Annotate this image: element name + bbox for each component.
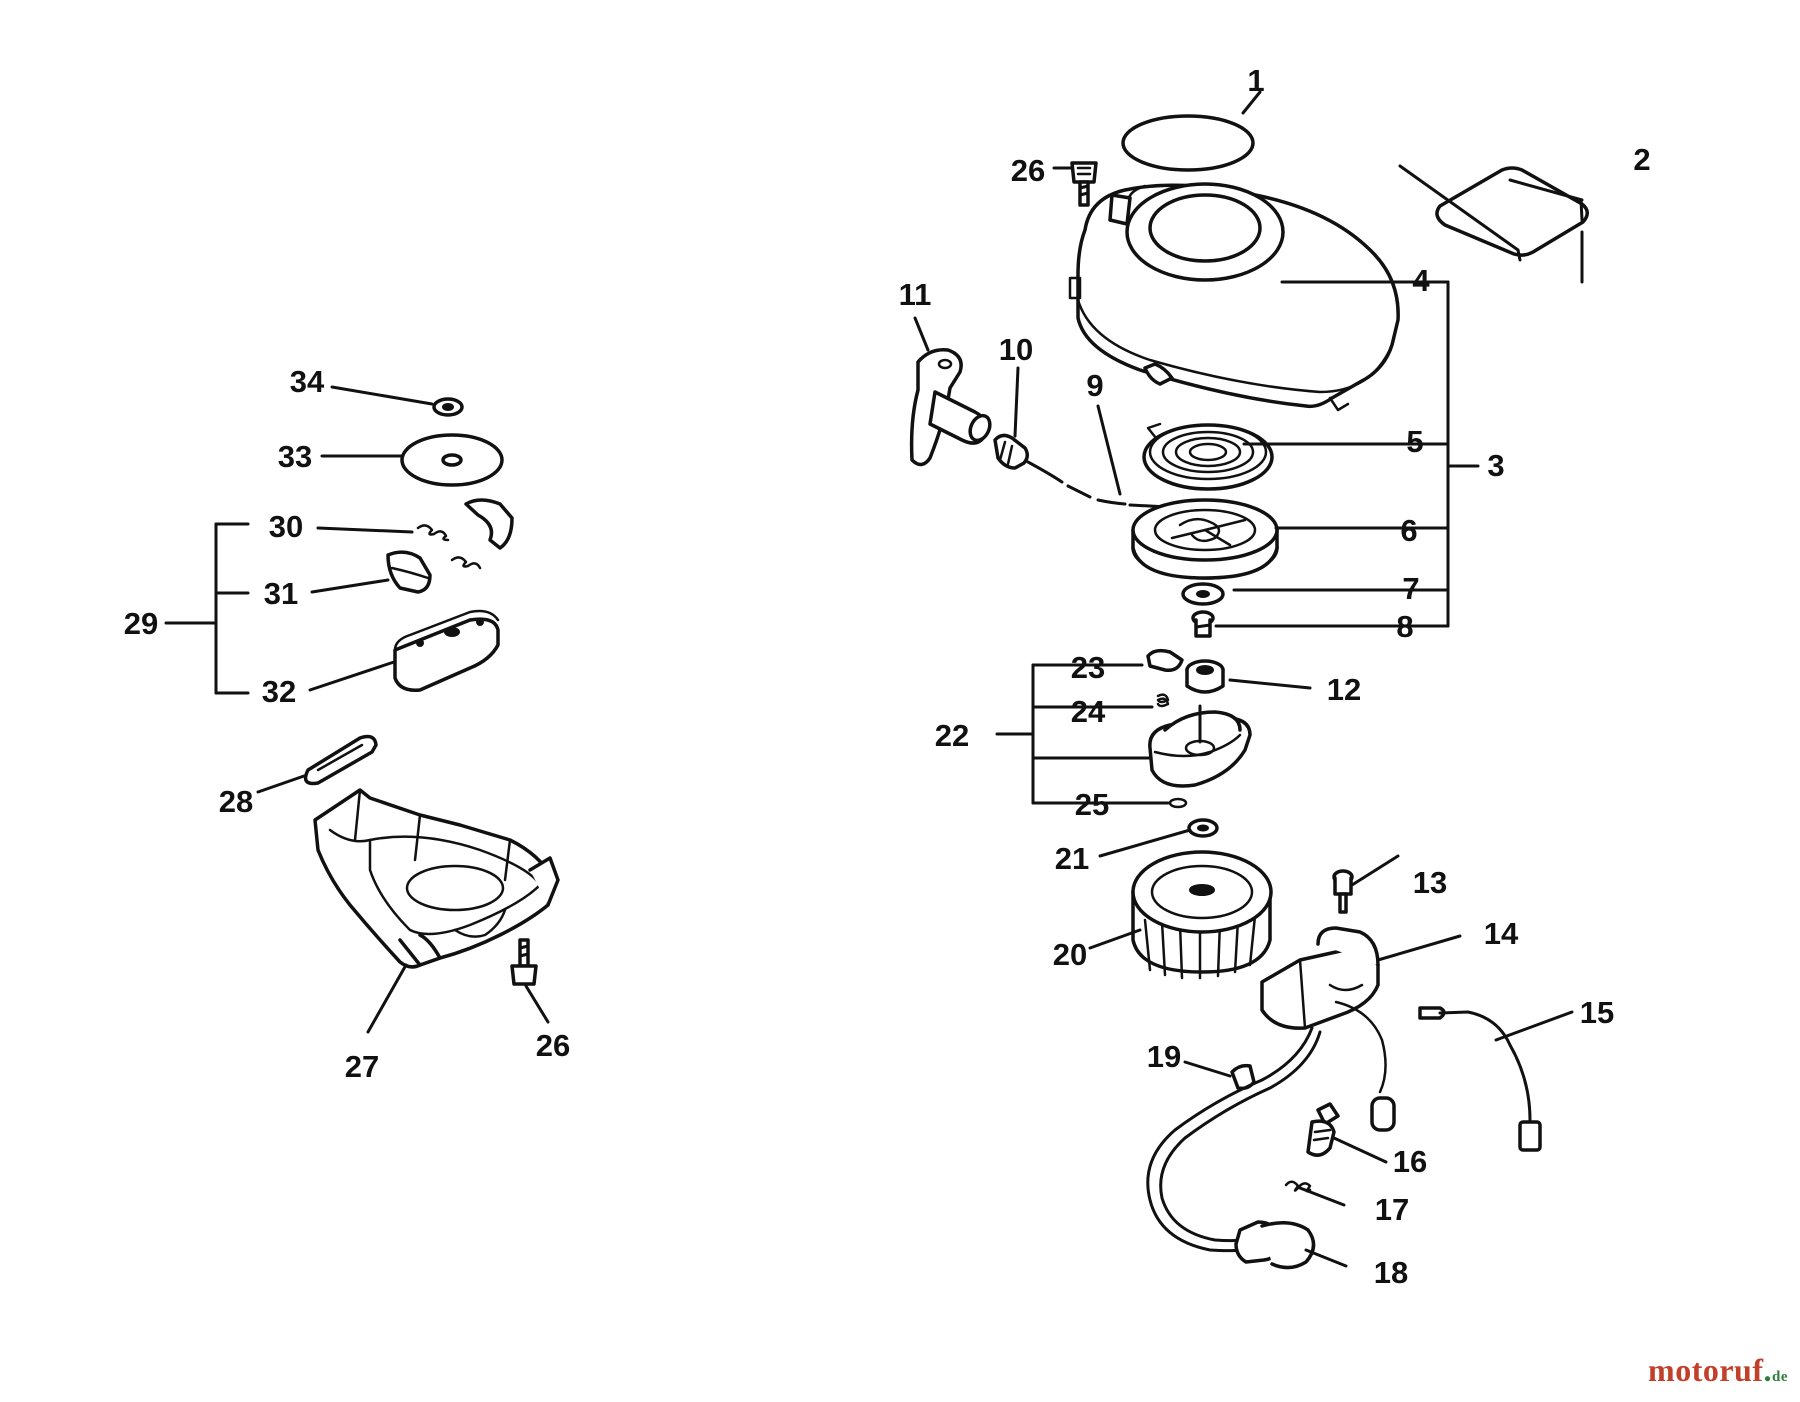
label-21: 21: [1055, 841, 1089, 876]
label-28: 28: [219, 784, 253, 819]
part-16-terminal: [1306, 1102, 1340, 1157]
label-2: 2: [1633, 142, 1650, 177]
label-12: 12: [1327, 672, 1361, 707]
label-27: 27: [345, 1049, 379, 1084]
label-19: 19: [1147, 1039, 1181, 1074]
label-1: 1: [1247, 63, 1264, 98]
label-18: 18: [1374, 1255, 1408, 1290]
part-27-filter-base: [313, 788, 560, 969]
label-22: 22: [935, 718, 969, 753]
part-6-rope-pulley: [1131, 498, 1279, 580]
label-24: 24: [1071, 694, 1106, 729]
label-3: 3: [1487, 448, 1504, 483]
ignition-lead: [1146, 1026, 1322, 1253]
bracket-group-22: [995, 663, 1170, 805]
label-20: 20: [1053, 937, 1087, 972]
label-6: 6: [1400, 513, 1417, 548]
part-34-washer: [432, 397, 464, 417]
bracket-group-3: [1214, 280, 1480, 628]
label-23: 23: [1071, 650, 1105, 685]
part-5-recoil-spring: [1142, 422, 1274, 491]
label-34: 34: [290, 364, 325, 399]
part-7-washer: [1181, 582, 1225, 606]
label-29: 29: [124, 606, 158, 641]
label-15: 15: [1580, 995, 1614, 1030]
part-24-spring: [1156, 693, 1170, 708]
label-13: 13: [1413, 865, 1447, 900]
part-26-screw-bottom: [510, 938, 538, 986]
label-4: 4: [1412, 263, 1430, 298]
label-17: 17: [1375, 1192, 1409, 1227]
part-15-ground-wire: [1418, 1006, 1542, 1152]
part-21-washer: [1187, 818, 1219, 838]
part-20-flywheel: [1131, 850, 1273, 980]
part-10-bushing: [993, 433, 1029, 470]
watermark-logo: motoruf.de: [1648, 1352, 1788, 1389]
label-11: 11: [899, 277, 932, 312]
label-26-bottom: 26: [536, 1028, 570, 1063]
label-8: 8: [1396, 609, 1413, 644]
part-23-pawl: [1146, 648, 1184, 673]
part-18-plug-cap: [1234, 1220, 1316, 1270]
label-32: 32: [262, 674, 296, 709]
part-32-filter-element: [393, 609, 500, 692]
watermark-main: motoruf: [1648, 1352, 1764, 1388]
bracket-group-29: [164, 522, 250, 695]
leader-lines-left: [256, 385, 550, 1034]
label-25: 25: [1075, 787, 1109, 822]
part-4-starter-housing: [1068, 182, 1400, 412]
leader-lines-right: [913, 90, 1584, 1268]
label-9: 9: [1086, 368, 1103, 403]
part-25-washer: [1168, 797, 1188, 809]
part-12-nut: [1185, 659, 1225, 694]
label-5: 5: [1406, 424, 1423, 459]
part-13-screw: [1332, 869, 1354, 914]
part-11-starter-handle: [909, 348, 992, 467]
watermark-dot: .: [1763, 1352, 1772, 1388]
label-31: 31: [264, 576, 298, 611]
part-30-spring: [416, 498, 514, 570]
part-26-screw-top: [1070, 161, 1098, 207]
part-1-seal: [1121, 114, 1255, 172]
label-33: 33: [278, 439, 312, 474]
part-22-ratchet-assembly: [1148, 704, 1252, 788]
part-28-gasket: [303, 734, 378, 786]
part-31-shoe: [386, 550, 432, 594]
part-8-screw: [1191, 610, 1215, 638]
label-7: 7: [1402, 571, 1419, 606]
label-30: 30: [269, 509, 303, 544]
watermark-tld: de: [1772, 1369, 1788, 1385]
label-16: 16: [1393, 1144, 1427, 1179]
label-26-top: 26: [1011, 153, 1045, 188]
label-10: 10: [999, 332, 1033, 367]
part-33-disc: [400, 433, 504, 487]
part-14-ignition-module: [1260, 926, 1396, 1132]
callout-labels: 1 2 3 4 5 6 7 8 9 10 11 12 13 14 15 16 1…: [124, 63, 1651, 1290]
label-14: 14: [1484, 916, 1519, 951]
